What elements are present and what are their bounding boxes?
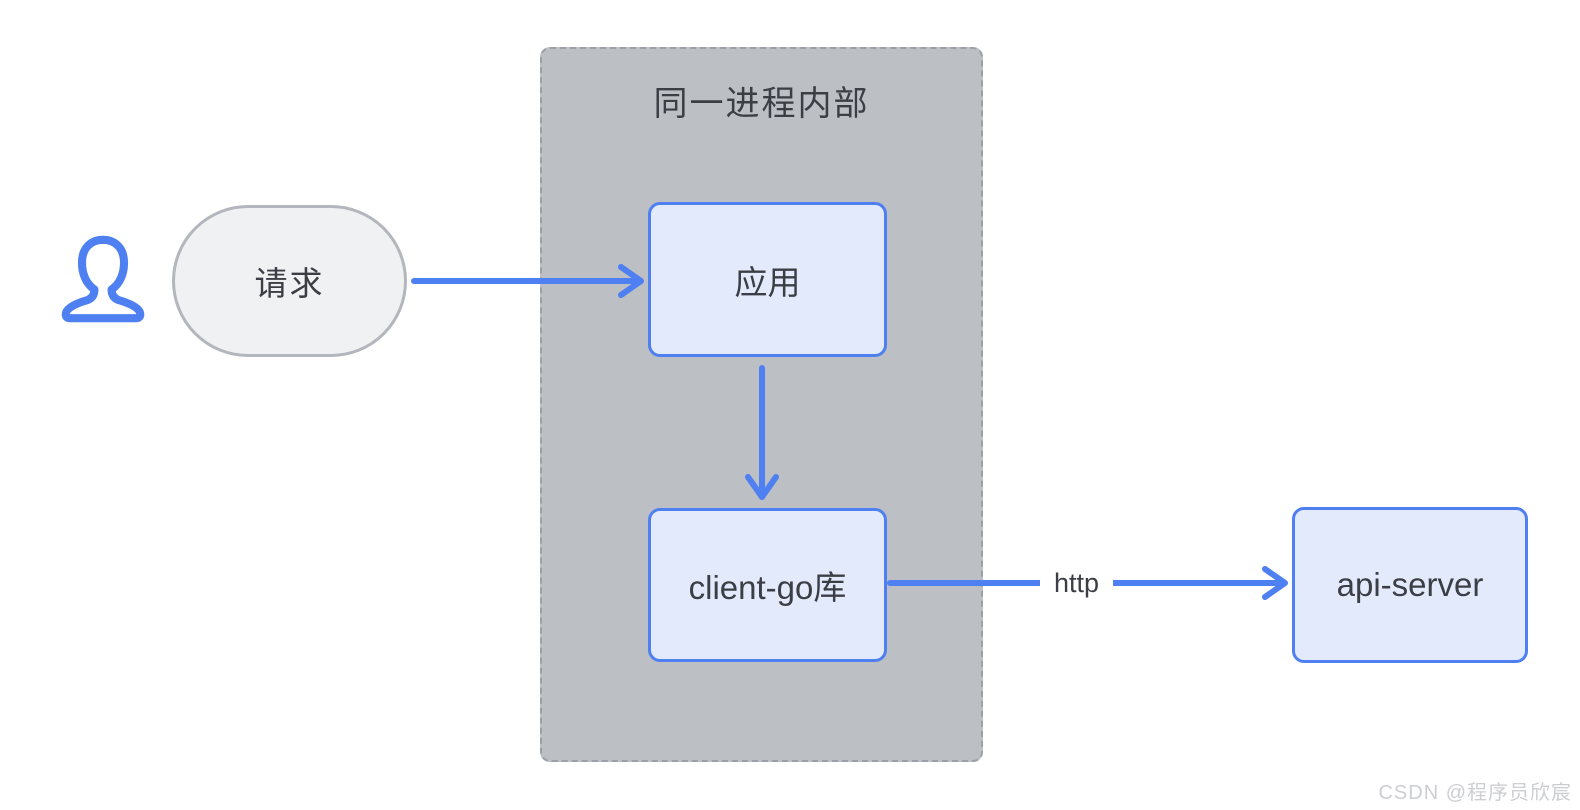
process-container-label: 同一进程内部	[653, 85, 870, 123]
node-client-go-label: client-go库	[688, 569, 847, 606]
user-icon	[60, 231, 146, 327]
edge-label-http: http	[1040, 564, 1114, 602]
node-api-server-label: api-server	[1336, 566, 1484, 603]
node-request: 请求	[172, 205, 407, 357]
node-app: 应用	[648, 202, 887, 357]
watermark: CSDN @程序员欣宸	[1378, 782, 1572, 804]
node-request-label: 请求	[254, 265, 325, 302]
node-app-label: 应用	[734, 263, 801, 301]
node-client-go: client-go库	[648, 508, 887, 662]
node-api-server: api-server	[1292, 507, 1528, 663]
